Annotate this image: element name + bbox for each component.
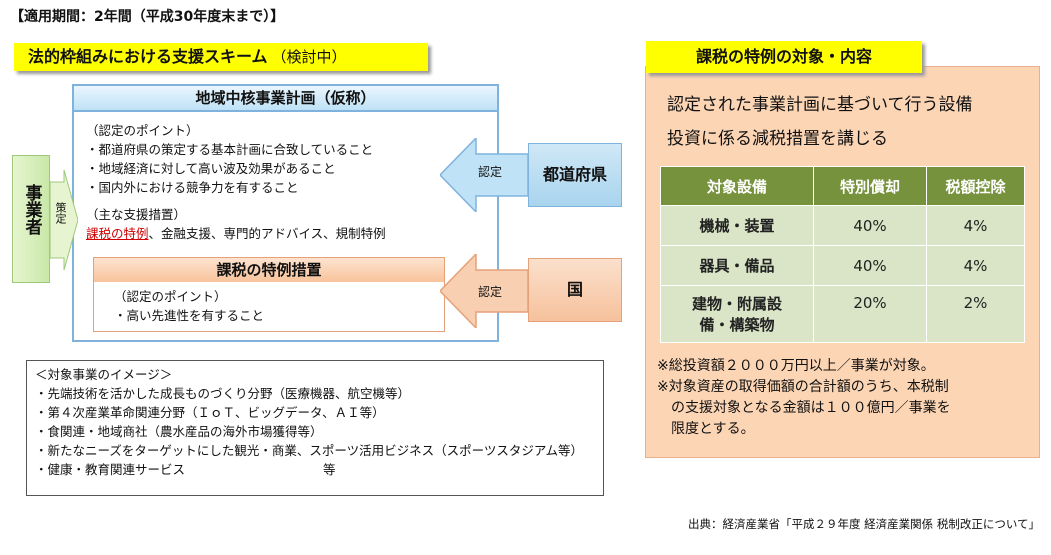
sakutei-label: 策定 [54, 202, 67, 224]
table-cell: 40% [813, 245, 927, 286]
table-row: 建物・附属設備・構築物 20% 2% [660, 285, 1025, 343]
pref-arrow [440, 138, 528, 212]
desc-line: 投資に係る減税措置を講じる [667, 129, 888, 149]
note-line: の支援対象となる金額は１００億円／事業を [657, 400, 951, 416]
image-item: ・健康・教育関連サービス [35, 462, 186, 477]
note-line: ※対象資産の取得価額の合計額のうち、本税制 [657, 379, 949, 395]
jigyo-box: 事業者 [12, 155, 50, 283]
table-cell: 建物・附属設備・構築物 [660, 285, 814, 343]
point-item: ・地域経済に対して高い波及効果があること [86, 161, 336, 176]
note-line: ※総投資額２０００万円以上／事業が対象。 [657, 358, 935, 374]
note-line: 限度とする。 [657, 421, 755, 437]
table-row: 器具・備品 40% 4% [660, 245, 1025, 286]
pref-arrow-label: 認定 [478, 165, 503, 179]
support-line: 課税の特例、金融支援、専門的アドバイス、規制特例 [86, 224, 386, 243]
scheme-banner: 法的枠組みにおける支援スキーム（検討中） [14, 43, 428, 71]
table-header-row: 対象設備 特別償却 税額控除 [660, 166, 1025, 206]
application-period: 【適用期間：2年間（平成30年度末まで）】 [10, 9, 285, 25]
table-cell: 器具・備品 [660, 245, 814, 286]
jigyo-label: 事業者 [21, 184, 42, 235]
point-item: ・国内外における競争力を有すること [86, 180, 299, 195]
points-heading: （認定のポイント） [86, 123, 199, 138]
right-description: 認定された事業計画に基づいて行う設備 投資に係る減税措置を講じる [667, 88, 1027, 156]
table-cell: 4% [926, 205, 1025, 246]
table-cell: 40% [813, 205, 927, 246]
tax-measure-title: 課税の特例措置 [93, 257, 445, 283]
table-cell: 機械・装置 [660, 205, 814, 246]
image-item: ・第４次産業革命関連分野（ＩｏＴ、ビッグデータ、ＡＩ等） [35, 405, 385, 420]
kuni-box: 国 [528, 258, 622, 322]
right-title: 課税の特例の対象・内容 [646, 41, 922, 73]
pref-box: 都道府県 [528, 143, 622, 207]
kuni-arrow [440, 254, 528, 328]
kuni-arrow-label: 認定 [478, 285, 503, 299]
plan-title: 地域中核事業計画（仮称） [72, 84, 499, 112]
image-heading: ＜対象事業のイメージ＞ [35, 367, 173, 382]
header-cell: 対象設備 [660, 166, 814, 206]
image-tail: 等 [323, 462, 336, 477]
image-item: ・食関連・地域商社（農水産品の海外市場獲得等） [35, 424, 323, 439]
image-item: ・新たなニーズをターゲットにした観光・商業、スポーツ活用ビジネス（スポーツスタジ… [35, 443, 584, 458]
support-tax-link: 課税の特例 [86, 226, 149, 241]
tax-table: 対象設備 特別償却 税額控除 機械・装置 40% 4% 器具・備品 40% 4%… [660, 166, 1025, 343]
header-cell: 税額控除 [926, 166, 1025, 206]
support-rest: 、金融支援、専門的アドバイス、規制特例 [148, 226, 386, 241]
tax-measure-box: （認定のポイント） ・高い先進性を有すること [93, 282, 445, 332]
image-item-last: ・健康・教育関連サービス 等 [35, 460, 595, 479]
scheme-title: 法的枠組みにおける支援スキーム [28, 47, 268, 66]
image-item: ・先端技術を活かした成長ものづくり分野（医療機器、航空機等） [35, 386, 411, 401]
point-item: ・都道府県の策定する基本計画に合致していること [86, 142, 374, 157]
table-cell: 20% [813, 285, 927, 343]
desc-line: 認定された事業計画に基づいて行う設備 [667, 95, 973, 115]
plan-points: （認定のポイント） ・都道府県の策定する基本計画に合致していること ・地域経済に… [86, 121, 386, 243]
notes: ※総投資額２０００万円以上／事業が対象。 ※対象資産の取得価額の合計額のうち、本… [657, 356, 1032, 440]
scheme-subtitle: （検討中） [271, 48, 347, 66]
tax-measure-heading: （認定のポイント） [114, 289, 227, 304]
table-row: 機械・装置 40% 4% [660, 205, 1025, 246]
table-cell: 2% [926, 285, 1025, 343]
target-business-box: ＜対象事業のイメージ＞ ・先端技術を活かした成長ものづくり分野（医療機器、航空機… [26, 360, 604, 496]
tax-measure-point: ・高い先進性を有すること [114, 308, 265, 323]
source-citation: 出典：経済産業省「平成２９年度 経済産業関係 税制改正について」 [688, 517, 1040, 531]
support-heading: （主な支援措置） [86, 207, 187, 222]
header-cell: 特別償却 [813, 166, 927, 206]
table-cell: 4% [926, 245, 1025, 286]
sakutei-arrow [50, 170, 78, 270]
